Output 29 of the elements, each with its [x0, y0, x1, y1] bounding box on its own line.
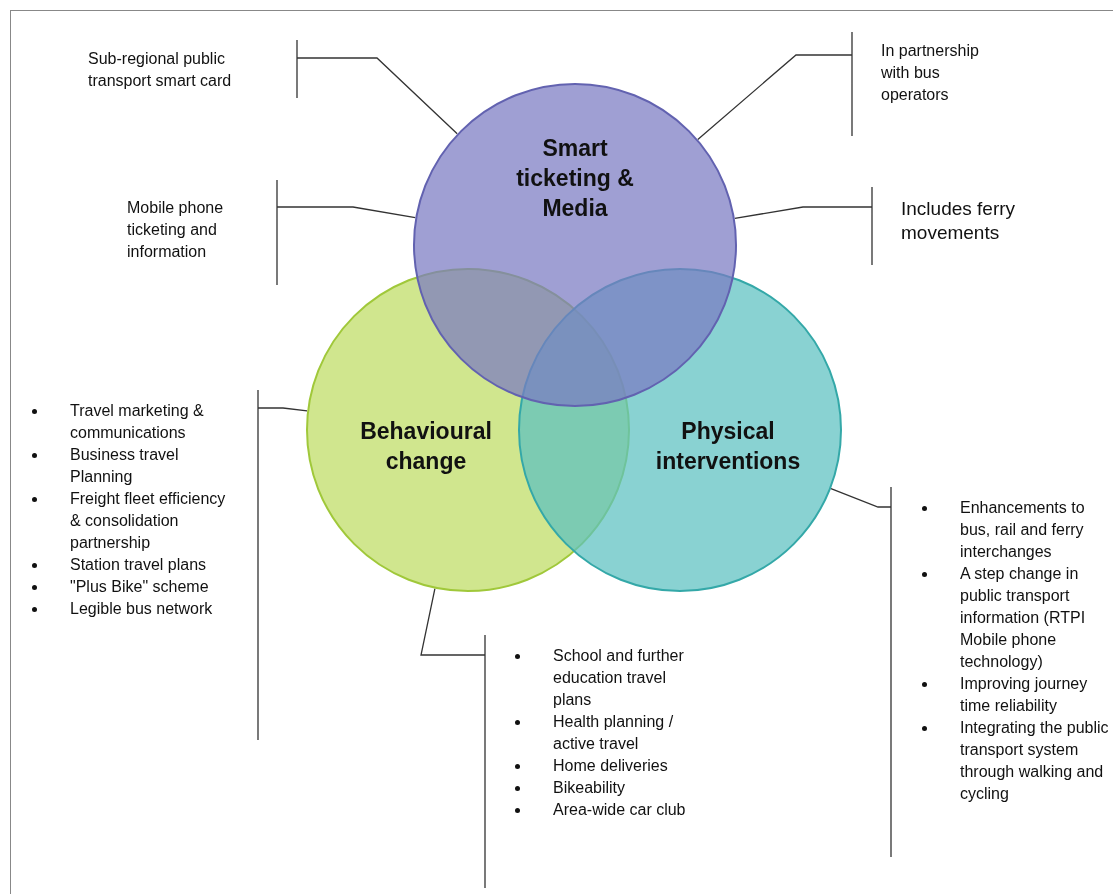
bullet-text: Integrating the public transport system through walking and cycling	[960, 719, 1109, 802]
bullet-text: Enhancements to bus, rail and ferry interchanges	[960, 499, 1085, 560]
circle-title: Smart ticketing & Media	[515, 134, 635, 223]
bullet-text: Business travel Planning	[70, 446, 179, 485]
bullet-text: Station travel plans	[70, 556, 207, 573]
leader-line	[697, 31, 853, 141]
leader-line	[734, 186, 873, 266]
bullet-text: Improving journey time reliability	[960, 675, 1088, 714]
bullet-text: Health planning / active travel	[553, 713, 674, 752]
bullet-text: "Plus Bike" scheme	[70, 578, 209, 595]
callout-text: In partnership with bus operators	[881, 41, 980, 105]
leader-line	[296, 39, 458, 135]
bullet-text: Bikeability	[553, 779, 626, 796]
bullet-text: A step change in public transport information (RTPI Mobile phone technology)	[960, 565, 1086, 670]
circle-title: Physical interventions	[654, 417, 802, 476]
bullet-text: School and further education travel plans	[553, 647, 684, 708]
circle-title: Behavioural change	[359, 417, 493, 476]
bullet-text: Travel marketing & communications	[70, 402, 204, 441]
leader-line	[276, 179, 416, 286]
callout-text: Mobile phone ticketing and information	[127, 198, 225, 262]
leader-line	[830, 486, 892, 858]
leader-line	[257, 389, 308, 741]
bullet-text: Area-wide car club	[553, 801, 686, 818]
bullet-text: Legible bus network	[70, 600, 213, 617]
callout-text: Includes ferry movements	[901, 197, 1017, 245]
bullet-text: Home deliveries	[553, 757, 668, 774]
bullet-text: Freight fleet efficiency & consolidation partnership	[70, 490, 226, 551]
leader-line	[420, 587, 486, 889]
callout-text: Sub-regional public transport smart card	[88, 49, 233, 91]
